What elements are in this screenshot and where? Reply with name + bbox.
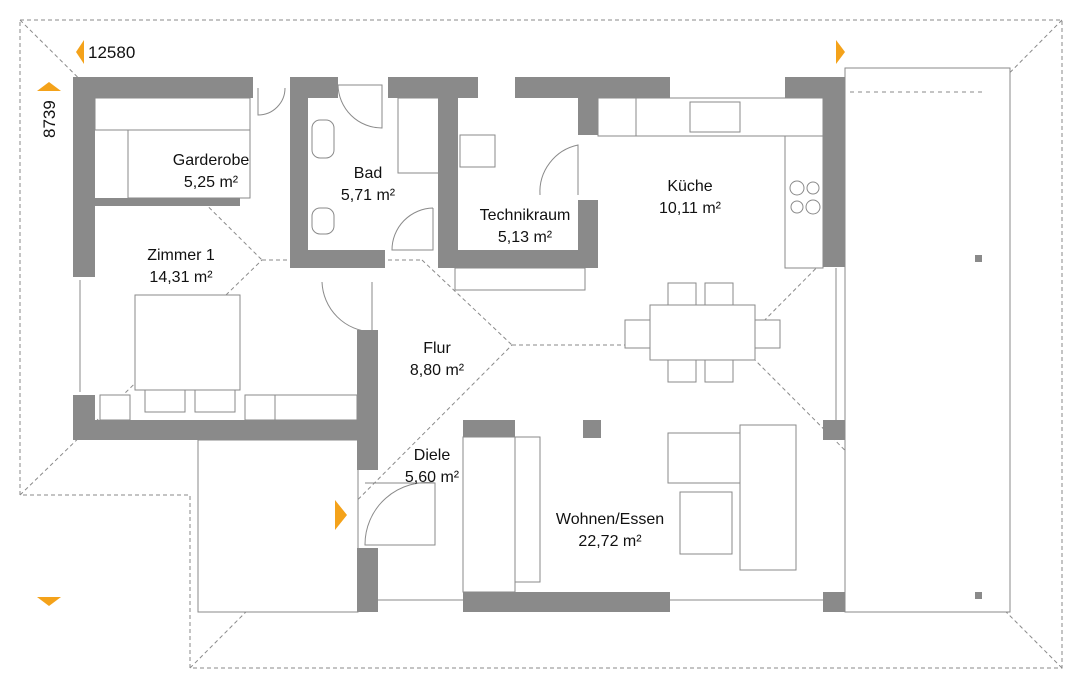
room-label-wohnen-essen: Wohnen/Essen 22,72 m² — [556, 511, 664, 550]
walls — [73, 77, 845, 612]
svg-text:Bad: Bad — [354, 165, 382, 182]
room-label-flur: Flur 8,80 m² — [410, 340, 465, 379]
svg-text:Garderobe: Garderobe — [173, 152, 250, 169]
room-label-kueche: Küche 10,11 m² — [659, 178, 722, 217]
svg-text:22,72 m²: 22,72 m² — [578, 533, 642, 550]
svg-text:Flur: Flur — [423, 340, 451, 357]
room-label-diele: Diele 5,60 m² — [405, 447, 460, 486]
svg-text:8,80 m²: 8,80 m² — [410, 362, 465, 379]
svg-text:10,11 m²: 10,11 m² — [659, 200, 722, 217]
room-label-garderobe: Garderobe 5,25 m² — [173, 152, 250, 191]
svg-text:5,60 m²: 5,60 m² — [405, 469, 460, 486]
svg-text:Küche: Küche — [667, 178, 712, 195]
room-label-bad: Bad 5,71 m² — [341, 165, 396, 204]
svg-text:Wohnen/Essen: Wohnen/Essen — [556, 511, 664, 528]
room-label-zimmer-1: Zimmer 1 14,31 m² — [147, 247, 215, 286]
svg-text:5,13 m²: 5,13 m² — [498, 229, 553, 246]
entrance-marker-icon — [335, 500, 347, 530]
carport — [197, 439, 359, 613]
svg-text:14,31 m²: 14,31 m² — [149, 269, 213, 286]
width-marker-left-icon — [76, 40, 84, 64]
door-swings — [79, 84, 837, 601]
depth-marker-bottom-icon — [37, 597, 61, 606]
room-label-technikraum: Technikraum 5,13 m² — [480, 207, 571, 246]
depth-marker-top-icon — [37, 82, 61, 91]
furniture — [94, 97, 824, 593]
svg-text:5,71 m²: 5,71 m² — [341, 187, 396, 204]
width-marker-right-icon — [836, 40, 845, 64]
svg-text:Diele: Diele — [414, 447, 451, 464]
svg-text:Technikraum: Technikraum — [480, 207, 571, 224]
terrace — [258, 67, 1011, 613]
depth-dimension: 8739 — [40, 100, 59, 138]
svg-text:Zimmer 1: Zimmer 1 — [147, 247, 215, 264]
width-dimension: 12580 — [88, 43, 135, 62]
svg-text:5,25 m²: 5,25 m² — [184, 174, 239, 191]
